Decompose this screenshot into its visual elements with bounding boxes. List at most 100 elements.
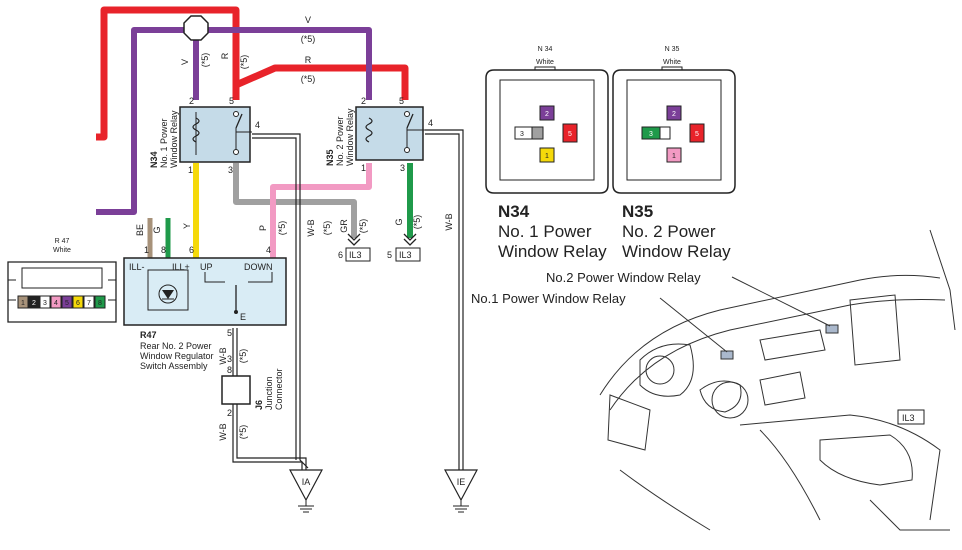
legend-n35-code: N35 xyxy=(622,202,653,221)
switch-term-ill-minus: ILL- xyxy=(129,262,145,272)
led-icon xyxy=(158,284,178,304)
callout-no2-relay: No.2 Power Window Relay xyxy=(546,270,701,285)
switch-pin: 1 xyxy=(144,245,149,255)
wire-label-plus5: (*5) xyxy=(239,55,249,70)
connector-pin xyxy=(50,295,62,309)
connector-pin-label: 3 xyxy=(43,300,47,307)
connector-pin-label: 5 xyxy=(65,300,69,307)
il3-label: IL3 xyxy=(399,250,412,260)
relay-pin: 2 xyxy=(361,96,366,106)
connector-pin xyxy=(72,295,84,309)
wire-label-wb: W-B xyxy=(218,423,228,440)
wire-wb-group xyxy=(232,129,464,470)
wire-label-plus5: (*5) xyxy=(301,74,316,84)
ground-triangle-icon xyxy=(444,469,478,502)
relay-coil-icon xyxy=(192,117,200,143)
wire-label-v: V xyxy=(180,59,190,65)
wire-label-g: G xyxy=(394,218,404,225)
il3-refs: 6 IL3 5 IL3 xyxy=(338,233,421,262)
wire-label-v: V xyxy=(305,15,311,25)
wire-label-wb: W-B xyxy=(444,213,454,230)
junction-pin: 2 xyxy=(227,408,232,418)
connector-sub: White xyxy=(53,247,71,254)
wire-label-p: P xyxy=(258,225,268,231)
connector-pin-label: 6 xyxy=(76,300,80,307)
relay-location-marker xyxy=(720,350,734,360)
legend-n34-line1: No. 1 Power xyxy=(498,222,592,241)
relay-name-line2: Window Relay xyxy=(345,108,355,166)
wire-red-n35 xyxy=(232,64,409,100)
relay-name-line1: No. 2 Power xyxy=(335,116,345,166)
wire-label-plus5: (*5) xyxy=(322,221,332,236)
connector-pin-label: 3 xyxy=(520,131,524,138)
junction-pin: 3 xyxy=(227,354,232,364)
junction-j6: 3 8 2 J6 Junction Connector xyxy=(221,354,284,418)
relay-pin: 2 xyxy=(189,96,194,106)
legend-n35-line1: No. 2 Power xyxy=(622,222,716,241)
relay-pin: 3 xyxy=(228,165,233,175)
wire-label-plus5: (*5) xyxy=(412,215,422,230)
relay-pin: 4 xyxy=(428,118,433,128)
connector-pin xyxy=(94,295,106,309)
relay-name-line2: Window Relay xyxy=(169,110,179,168)
switch-pin: 8 xyxy=(161,245,166,255)
relay-pin: 5 xyxy=(229,96,234,106)
wire-red-main xyxy=(96,6,240,141)
relay-pin: 1 xyxy=(188,165,193,175)
connector-pin xyxy=(39,295,51,309)
wire-group xyxy=(96,6,413,258)
connector-pin-label: 5 xyxy=(695,131,699,138)
connector-pin xyxy=(28,295,40,309)
legend-n34-code: N34 xyxy=(498,202,530,221)
connector-pin xyxy=(666,105,682,121)
switch-term-up: UP xyxy=(200,262,213,272)
relay-pin: 4 xyxy=(255,120,260,130)
connector-pin-label: 1 xyxy=(672,153,676,160)
wire-pink xyxy=(270,163,372,258)
wire-label-wb: W-B xyxy=(218,347,228,364)
relay-pin: 1 xyxy=(361,163,366,173)
ground-ia: IA xyxy=(289,469,323,513)
wire-label-plus5: (*5) xyxy=(301,34,316,44)
il3-pin: 5 xyxy=(387,250,392,260)
connector-pin-label: 1 xyxy=(21,300,25,307)
chevron-down-icon xyxy=(347,233,361,246)
relay-coil-icon xyxy=(365,117,373,143)
connector-pin xyxy=(689,123,705,143)
connector-pin-label: 3 xyxy=(649,131,653,138)
wire-label-plus5: (*5) xyxy=(238,425,248,440)
junction-pin: 8 xyxy=(227,365,232,375)
junction-name-line1: Junction xyxy=(264,376,274,410)
ground-ie: IE xyxy=(444,469,478,513)
junction-name-line2: Connector xyxy=(274,368,284,410)
connector-pin xyxy=(531,126,544,140)
relay-switch-icon xyxy=(406,113,414,129)
relay-code: N34 xyxy=(149,151,159,168)
wire-label-g: G xyxy=(152,226,162,233)
wire-label-r: R xyxy=(305,55,312,65)
switch-name-line1: Rear No. 2 Power xyxy=(140,341,212,351)
ground-triangle-icon xyxy=(289,469,323,502)
connector-pin-label: 7 xyxy=(87,300,91,307)
wire-label-r: R xyxy=(220,52,230,59)
relay-switch-icon xyxy=(235,113,243,129)
connector-sub: White xyxy=(663,59,681,66)
legend-n34-line2: Window Relay xyxy=(498,242,607,261)
wire-label-plus5: (*5) xyxy=(358,219,368,234)
connector-pin-label: 2 xyxy=(545,111,549,118)
splice-point xyxy=(183,15,209,41)
connector-pin-label: 2 xyxy=(32,300,36,307)
connector-n35: N 35 White 2 3 5 1 xyxy=(612,46,736,194)
switch-pin: 6 xyxy=(189,245,194,255)
switch-term-e: E xyxy=(240,312,246,322)
connector-pin-label: 4 xyxy=(54,300,58,307)
connector-legend: N34 No. 1 Power Window Relay N35 No. 2 P… xyxy=(498,202,731,261)
wire-label-y: Y xyxy=(182,223,192,229)
relay-pin: 3 xyxy=(400,163,405,173)
connector-pin-label: 1 xyxy=(545,153,549,160)
connector-pin xyxy=(17,295,29,309)
dashboard-location-drawing xyxy=(599,229,956,531)
connector-title: R 47 xyxy=(55,238,70,245)
connector-pin xyxy=(562,123,578,143)
